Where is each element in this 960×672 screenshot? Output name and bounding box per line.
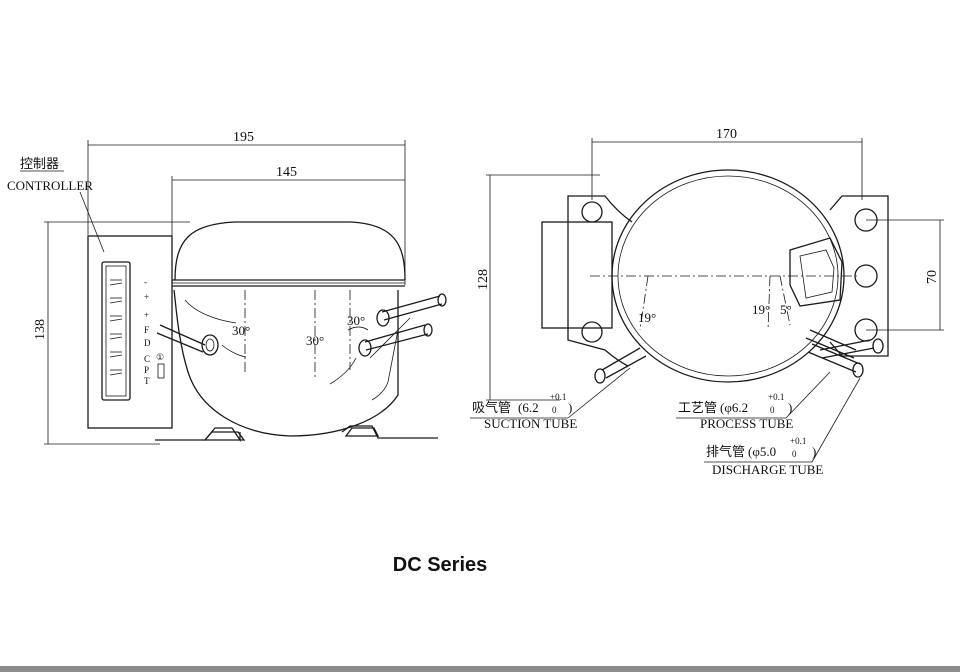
dim-height-label: 138 xyxy=(33,319,48,340)
angle-label: 30° xyxy=(232,323,250,338)
discharge-en-label: DISCHARGE TUBE xyxy=(712,462,823,477)
controller-cn-label: 控制器 xyxy=(20,157,59,172)
angle-label: 5° xyxy=(780,302,792,317)
controller-en-label: CONTROLLER xyxy=(7,178,93,193)
process-tolerance-upper: +0.1 xyxy=(768,392,784,402)
controller-slots xyxy=(109,279,123,376)
terminal-mark: D xyxy=(144,338,151,348)
discharge-tolerance-lower: 0 xyxy=(792,449,797,459)
dim-width-label: 170 xyxy=(716,127,737,142)
dim-width-total-label: 195 xyxy=(233,130,254,145)
terminal-mark: C xyxy=(144,354,150,364)
suction-tolerance-upper: +0.1 xyxy=(550,392,566,402)
left-view: 195 145 138 控制器 CONTROLLER - + + F xyxy=(7,130,447,445)
terminal-mark: + xyxy=(144,292,149,302)
angle-label: 30° xyxy=(306,333,324,348)
controller-box xyxy=(87,235,173,429)
right-view: 170 128 70 19° 19° 5° xyxy=(470,127,944,477)
angle-label: 19° xyxy=(638,310,656,325)
terminal-mark: P xyxy=(144,365,149,375)
compressor-body xyxy=(173,289,399,437)
discharge-cn-label: 排气管 xyxy=(706,444,745,460)
discharge-tolerance-upper: +0.1 xyxy=(790,436,806,446)
angle-label: 19° xyxy=(752,302,770,317)
process-cn-label: 工艺管 xyxy=(678,401,717,416)
terminal-mark: + xyxy=(144,310,149,320)
mount-hole xyxy=(854,264,878,288)
right-mount-bracket xyxy=(829,195,889,357)
process-tolerance-lower: 0 xyxy=(770,405,775,415)
bottom-scrollbar-strip xyxy=(0,666,960,672)
discharge-size-label: (φ5.0 xyxy=(748,444,776,459)
compressor-dome xyxy=(174,221,406,281)
dim-hole-spacing-label: 70 xyxy=(925,270,940,284)
series-title: DC Series xyxy=(392,554,488,576)
suction-size-label: (6.2 xyxy=(518,400,539,415)
discharge-tube xyxy=(819,339,875,359)
angle-label: 30° xyxy=(347,313,365,328)
controller-block xyxy=(541,221,613,329)
process-en-label: PROCESS TUBE xyxy=(700,416,793,431)
suction-tube xyxy=(601,347,647,379)
suction-tolerance-lower: 0 xyxy=(552,405,557,415)
discharge-close-paren: ) xyxy=(812,444,816,459)
suction-close-paren: ) xyxy=(568,400,572,415)
suction-en-label: SUCTION TUBE xyxy=(484,416,577,431)
terminal-mark: - xyxy=(144,277,147,287)
suction-cn-label: 吸气管 xyxy=(472,400,511,416)
terminal-mark: T xyxy=(144,376,150,386)
process-size-label: (φ6.2 xyxy=(720,400,748,415)
dim-width-body-label: 145 xyxy=(276,165,297,180)
mount-hole xyxy=(854,208,878,232)
terminal-mark: F xyxy=(144,325,149,335)
terminal-symbol: ① xyxy=(156,352,164,362)
left-mount-bracket xyxy=(567,195,633,367)
dim-height-label: 128 xyxy=(476,269,491,290)
process-close-paren: ) xyxy=(788,400,792,415)
